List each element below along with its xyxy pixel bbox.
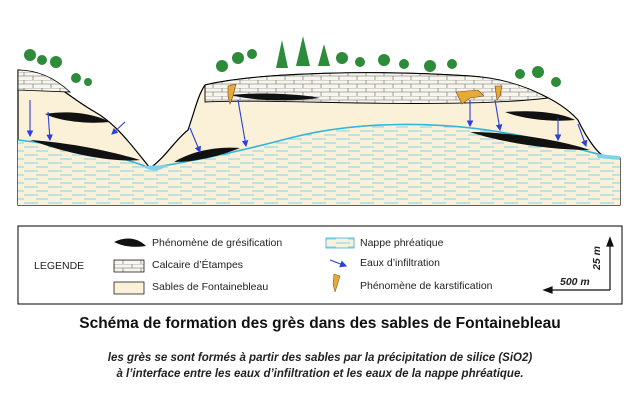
gresification-swatch	[114, 238, 146, 247]
legend-swatches	[113, 237, 355, 295]
legend-calcaire-label: Calcaire d’Étampes	[152, 259, 244, 271]
water-table-zone	[18, 124, 620, 205]
legend-nappe-label: Nappe phréatique	[360, 237, 444, 249]
caption-line-1: les grès se sont formés à partir des sab…	[107, 352, 533, 364]
legend-box	[17, 225, 623, 305]
caption-line-2: à l’interface entre les eaux d’infiltrat…	[116, 368, 524, 380]
scale-bar	[542, 236, 614, 294]
limestone-left	[17, 69, 72, 93]
scale-horizontal-label: 500 m	[560, 276, 590, 288]
infiltration-swatch	[329, 259, 348, 268]
legend-infiltration-label: Eaux d’infiltration	[360, 257, 440, 269]
sandstone-lenses	[30, 93, 590, 162]
karstification-swatch	[332, 273, 341, 293]
legend-karstification-label: Phénomène de karstification	[360, 280, 493, 292]
lake	[142, 165, 168, 171]
legend-sables-label: Sables de Fontainebleau	[152, 281, 269, 293]
diagram-title: Schéma de formation des grès dans des sa…	[79, 315, 561, 332]
legend-gresification-label: Phénomène de grésification	[152, 237, 283, 249]
trees	[24, 36, 561, 87]
stream	[596, 154, 620, 160]
nappe-swatch	[325, 237, 355, 249]
karst-features	[227, 83, 503, 106]
calcaire-swatch	[113, 259, 145, 273]
scale-vertical-label: 25 m	[590, 246, 603, 270]
sables-swatch	[113, 281, 145, 295]
infiltration-arrows	[26, 99, 588, 154]
cross-section	[17, 36, 621, 206]
legend-heading: LEGENDE	[34, 260, 85, 272]
